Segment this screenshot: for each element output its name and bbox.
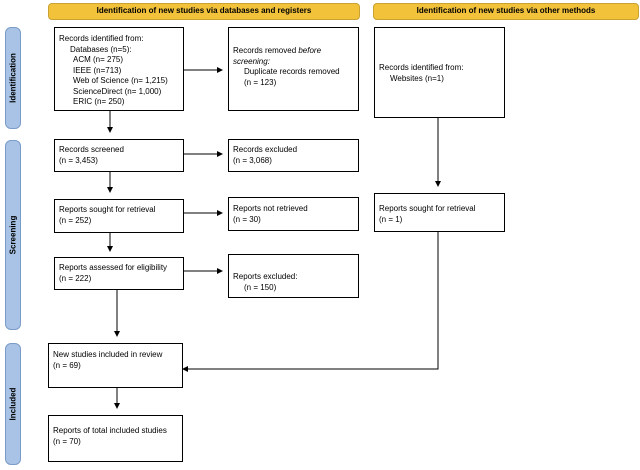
records-identified-line: Databases (n=5):	[70, 44, 132, 54]
records-removed-prefix: Records removed	[233, 46, 299, 55]
box-other-records-identified: Records identified from: Websites (n=1)	[374, 27, 505, 118]
reports-sought-count: (n = 252)	[59, 215, 92, 225]
reports-not-retrieved-title: Reports not retrieved	[233, 204, 308, 213]
box-other-reports-sought: Reports sought for retrieval (n = 1)	[374, 193, 505, 232]
records-identified-title: Records identified from:	[59, 34, 144, 43]
reports-excluded-title: Reports excluded:	[233, 272, 298, 281]
total-included-title: Reports of total included studies	[53, 426, 167, 435]
records-excluded-count: (n = 3,068)	[233, 155, 272, 165]
records-identified-line: ScienceDirect (n= 1,000)	[73, 86, 162, 96]
box-new-studies-included: New studies included in review (n = 69)	[48, 343, 183, 388]
reports-assessed-count: (n = 222)	[59, 273, 92, 283]
new-included-title: New studies included in review	[53, 350, 163, 359]
records-removed-count: (n = 123)	[244, 77, 277, 87]
other-identified-title: Records identified from:	[379, 63, 464, 72]
records-screened-title: Records screened	[59, 145, 124, 154]
records-identified-line: Web of Science (n= 1,215)	[73, 76, 168, 85]
arrow-other-sought-to-included	[182, 232, 439, 372]
other-identified-detail: Websites (n=1)	[390, 73, 444, 83]
total-included-count: (n = 70)	[53, 436, 81, 446]
box-records-identified: Records identified from: Databases (n=5)…	[54, 27, 184, 111]
box-reports-not-retrieved: Reports not retrieved (n = 30)	[228, 197, 359, 231]
other-sought-count: (n = 1)	[379, 214, 403, 224]
box-total-included: Reports of total included studies (n = 7…	[48, 415, 183, 462]
header-other-methods: Identification of new studies via other …	[373, 3, 639, 20]
phase-identification: Identification	[5, 27, 21, 129]
reports-assessed-title: Reports assessed for eligibility	[59, 263, 168, 272]
reports-excluded-count: (n = 150)	[244, 282, 277, 292]
new-included-count: (n = 69)	[53, 360, 81, 370]
box-reports-excluded: Reports excluded: (n = 150)	[228, 254, 359, 298]
records-identified-line: IEEE (n=713)	[73, 65, 122, 75]
header-databases: Identification of new studies via databa…	[48, 3, 360, 20]
box-reports-sought: Reports sought for retrieval (n = 252)	[54, 199, 184, 233]
reports-sought-title: Reports sought for retrieval	[59, 205, 156, 214]
records-screened-count: (n = 3,453)	[59, 155, 98, 165]
records-excluded-title: Records excluded	[233, 145, 298, 154]
records-removed-detail: Duplicate records removed	[244, 67, 340, 76]
records-removed-italic-before: before	[298, 46, 322, 55]
other-sought-title: Reports sought for retrieval	[379, 204, 476, 213]
box-reports-assessed: Reports assessed for eligibility (n = 22…	[54, 257, 184, 290]
records-removed-italic-screening: screening:	[233, 56, 270, 66]
box-records-screened: Records screened (n = 3,453)	[54, 139, 184, 172]
phase-screening: Screening	[5, 140, 21, 330]
records-identified-line: ERIC (n= 250)	[73, 97, 125, 106]
reports-not-retrieved-count: (n = 30)	[233, 214, 261, 224]
records-identified-line: ACM (n= 275)	[73, 55, 124, 64]
box-records-removed: Records removed before screening: Duplic…	[228, 27, 359, 111]
box-records-excluded: Records excluded (n = 3,068)	[228, 139, 359, 172]
phase-included: Included	[5, 343, 21, 465]
